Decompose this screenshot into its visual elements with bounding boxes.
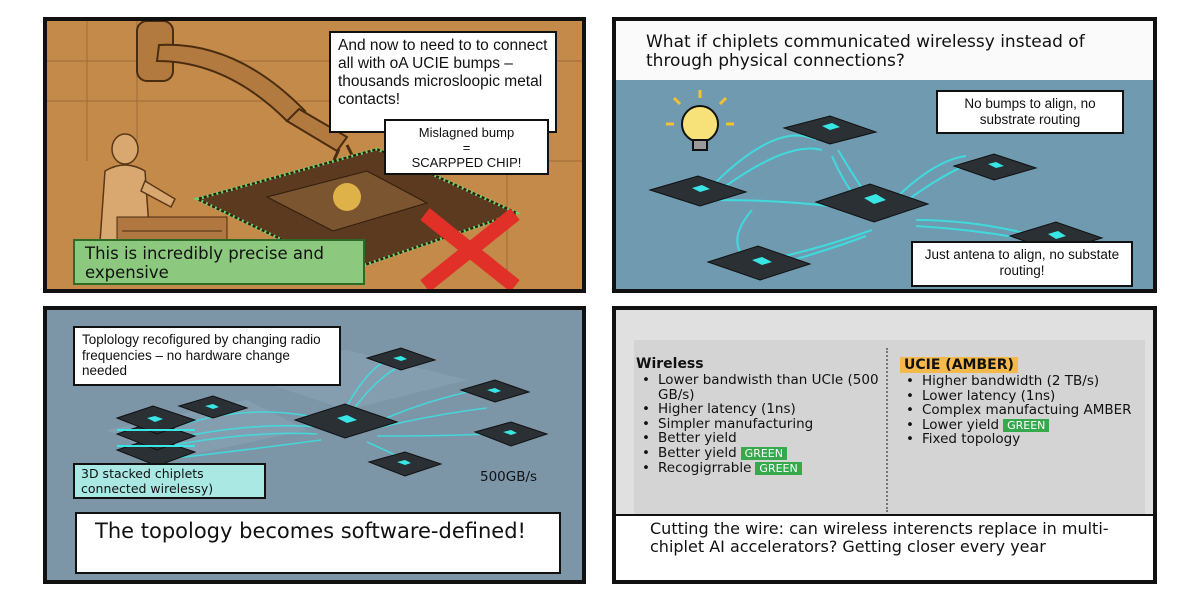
- chiplet: [473, 421, 549, 447]
- bubble-line: SCARPPED CHIP!: [411, 155, 522, 170]
- chiplet: [293, 403, 399, 439]
- panel-assembly: And now to need to to connect all with o…: [43, 17, 586, 293]
- speech-bubble-misaligned: Mislagned bump = SCARPPED CHIP!: [384, 119, 549, 175]
- list-item: Higher latency (1ns): [636, 402, 881, 417]
- list-item: Fixed topology: [900, 432, 1140, 447]
- panel-comparison: Wireless Lower bandwisth than UCIe (500 …: [612, 306, 1157, 584]
- speech-bubble-reconfigured: Toplology recofigured by changing radio …: [73, 326, 341, 386]
- bubble-line: Mislagned bump: [418, 125, 515, 140]
- caption-box: [616, 514, 1153, 580]
- speech-bubble-ucie-bumps: And now to need to to connect all with o…: [329, 31, 557, 133]
- item-text: Complex manufactuing AMBER: [922, 402, 1132, 419]
- panel-title: What if chiplets communicated wirelessy …: [646, 33, 1136, 71]
- list-item: Simpler manufacturing: [636, 415, 881, 432]
- wireless-heading: Wireless: [636, 356, 704, 372]
- speech-bubble-no-bumps: No bumps to align, no substrate routing: [936, 90, 1124, 134]
- stack-label-text: 3D stacked chiplets connected wirelessy): [81, 466, 214, 496]
- bubble-text: Toplology recofigured by changing radio …: [82, 332, 321, 378]
- green-tag: GREEN: [1003, 418, 1050, 432]
- list-item: Lower bandwisth than UCIe (500 GB/s): [636, 373, 881, 402]
- list-item: Complex manufactuing AMBER: [900, 403, 1140, 418]
- bubble-line: =: [462, 140, 471, 155]
- item-text: Better yield: [658, 444, 737, 461]
- caption-text: The topology becomes software-defined!: [95, 519, 526, 543]
- list-item: Better yield: [636, 431, 881, 446]
- list-item: Higher bandwidth (2 TB/s): [900, 374, 1140, 389]
- item-text: Lower latency (1ns): [922, 387, 1056, 404]
- bubble-text: Just antena to align, no substate routin…: [924, 247, 1120, 278]
- chiplet: [648, 175, 748, 207]
- chiplet: [782, 115, 878, 145]
- bandwidth-text: 500GB/s: [480, 469, 538, 485]
- ucie-column: UCIE (AMBER) Higher bandwidth (2 TB/s) L…: [900, 356, 1140, 447]
- item-text: Higher bandwidth (2 TB/s): [922, 373, 1100, 389]
- list-item: Lower latency (1ns): [900, 387, 1140, 404]
- ucie-list: Higher bandwidth (2 TB/s) Lower latency …: [900, 374, 1140, 447]
- stacked-chiplet: [115, 405, 197, 467]
- green-tag: GREEN: [755, 461, 802, 475]
- item-text: Better yield: [658, 430, 737, 447]
- wireless-list: Lower bandwisth than UCIe (500 GB/s) Hig…: [636, 373, 881, 475]
- chiplet: [952, 153, 1038, 181]
- panel-caption: The topology becomes software-defined!: [75, 512, 561, 574]
- item-text: Lower bandwisth than UCIe (500 GB/s): [658, 372, 879, 403]
- wireless-column: Wireless Lower bandwisth than UCIe (500 …: [636, 356, 881, 475]
- green-tag: GREEN: [740, 446, 787, 460]
- panel-caption: This is incredibly precise and expensive: [73, 239, 365, 285]
- chiplet: [814, 183, 930, 223]
- panel-caption: Cutting the wire: can wireless interenct…: [650, 520, 1140, 556]
- item-text: Recogigrrable: [658, 459, 752, 476]
- panel-wireless-question: What if chiplets communicated wirelessy …: [612, 17, 1157, 293]
- item-text: Simpler manufacturing: [658, 415, 814, 432]
- chiplet: [459, 379, 531, 403]
- bandwidth-label: 500GB/s: [480, 469, 537, 485]
- item-text: Fixed topology: [922, 431, 1021, 448]
- lightbulb-icon: [666, 90, 734, 151]
- bubble-text: No bumps to align, no substrate routing: [964, 96, 1096, 127]
- chiplet: [706, 245, 812, 281]
- red-x-icon: [420, 208, 520, 289]
- title-text: What if chiplets communicated wirelessy …: [646, 32, 1085, 71]
- stack-label: 3D stacked chiplets connected wirelessy): [73, 463, 266, 499]
- panel-topology: Toplology recofigured by changing radio …: [43, 306, 586, 584]
- ucie-heading: UCIE (AMBER): [900, 357, 1018, 373]
- column-divider: [886, 348, 888, 512]
- chiplet: [367, 451, 443, 477]
- substrate-board: [192, 147, 522, 273]
- chiplet: [365, 347, 437, 371]
- bubble-text: And now to need to to connect all with o…: [338, 37, 548, 108]
- chiplet: [177, 395, 249, 419]
- item-text: Lower yield: [922, 416, 1000, 433]
- speech-bubble-antenna: Just antena to align, no substate routin…: [911, 241, 1133, 287]
- caption-text: Cutting the wire: can wireless interenct…: [650, 519, 1109, 556]
- item-text: Higher latency (1ns): [658, 401, 796, 418]
- caption-text: This is incredibly precise and expensive: [85, 244, 324, 282]
